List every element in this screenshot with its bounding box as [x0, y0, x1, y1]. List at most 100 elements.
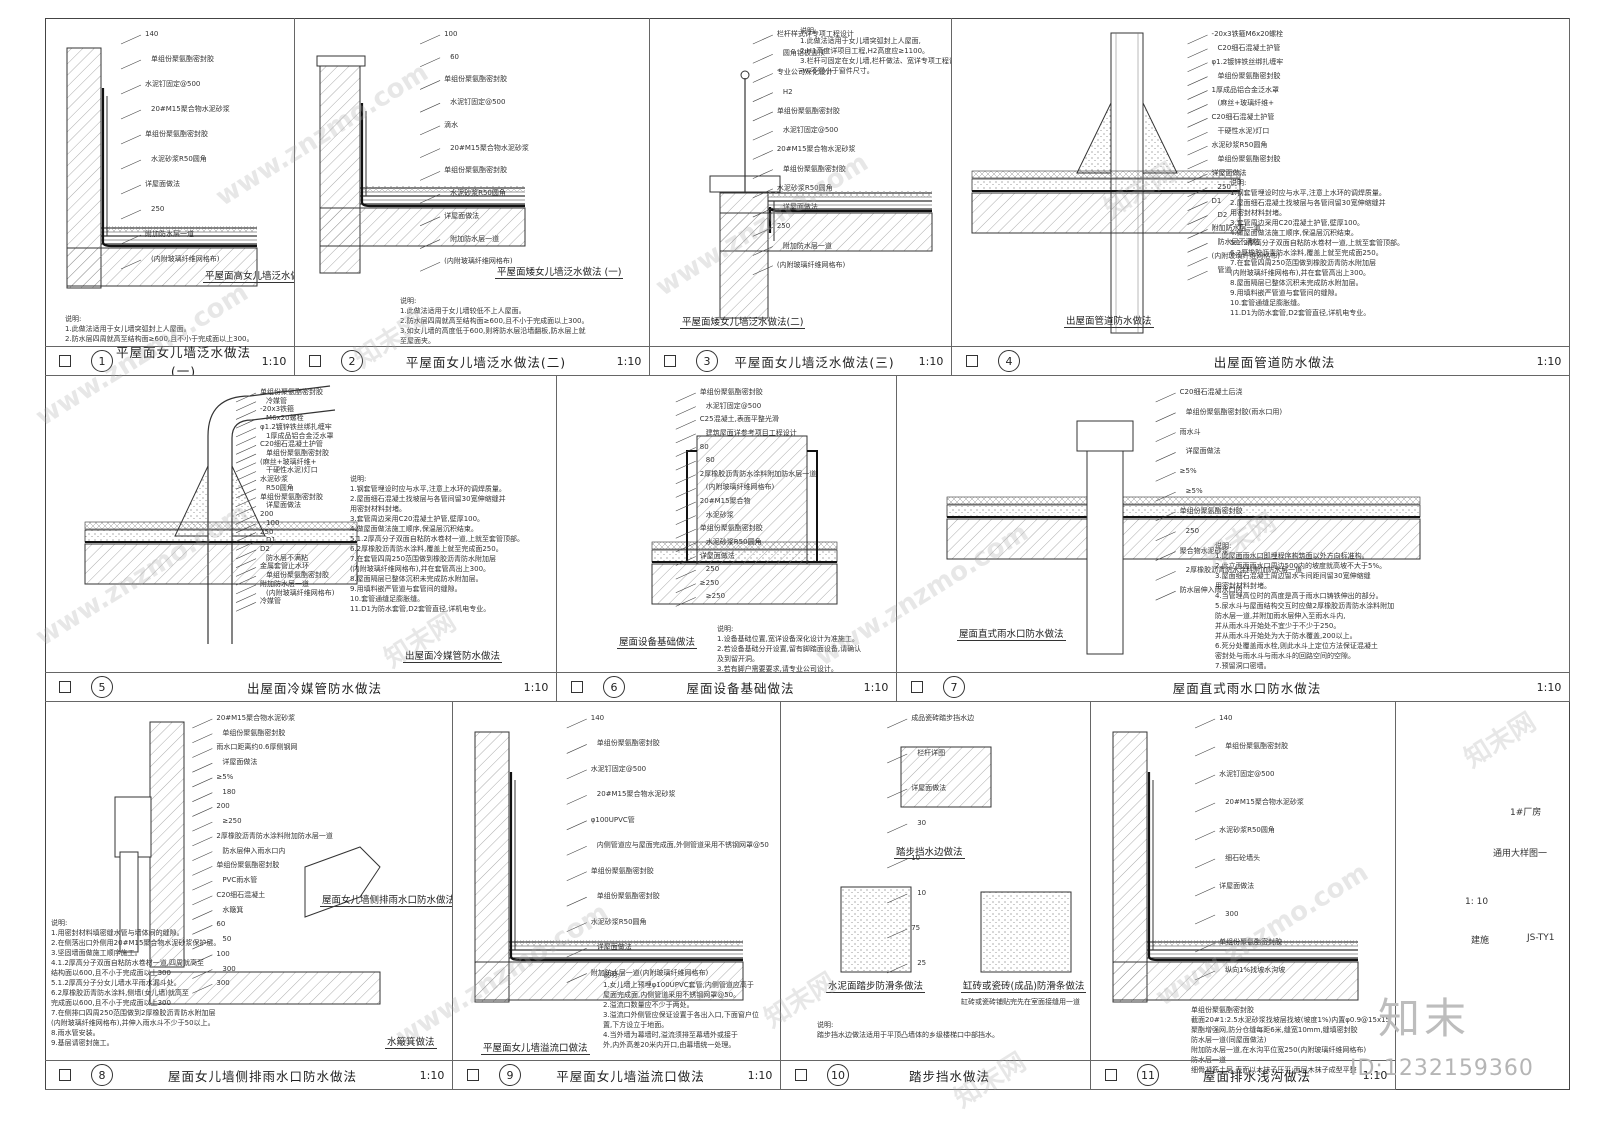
rain-outlet-grate [1076, 420, 1134, 452]
callout-label: 300 [222, 964, 236, 973]
callout-label: 聚合物水泥砂浆 [1179, 546, 1229, 555]
detail-notes: 说明:1.此做法适用于女儿墙突弧封上人屋面,2.H1高度详项目工程,H2高度应≥… [800, 26, 951, 76]
callout-label: (内附玻璃纤维网格布) [151, 255, 220, 263]
drawing-scale: 1: 10 [1465, 897, 1489, 907]
callout-label: D2 [1217, 210, 1228, 219]
callout-label: 水泥钉固定@500 [590, 764, 647, 773]
detail-title: 平屋面女儿墙泛水做法(三) [734, 354, 895, 370]
callout-label: 单组份聚氨酯密封胶 [1179, 506, 1243, 515]
detail-title: 平屋面女儿墙溢流口做法 [556, 1068, 705, 1084]
note-line: 说明: [603, 971, 620, 979]
note-line: 3.屋面细石混凝土周边留水卡间距间留30宽伸缩缝 [1215, 572, 1371, 580]
callout-label: 纵向1%找坡水沟坡 [1225, 966, 1286, 974]
roof-slab [971, 192, 1241, 234]
detail-title: 屋面设备基础做法 [686, 680, 795, 696]
detail-subtitle: 平屋面女儿墙溢流口做法 [481, 1040, 590, 1055]
note-line: 用密封材料封堵。 [1215, 582, 1271, 590]
detail-number: 5 [91, 676, 113, 698]
note-line: 1.用密封材料填密缝水管与墙体间的缝隙。 [51, 929, 184, 937]
callout-label: -20x3铁箍M6x20螺栓 [1211, 30, 1284, 38]
note-line: 9.用填料嵌严管道与套管间的缝隙。 [1230, 289, 1342, 297]
callout-label: C20细石混凝土 [216, 890, 266, 899]
note-line: 7.在套管四周250范围做到橡胶沥青防水附加层 [1230, 259, 1377, 267]
callout-label: D1 [266, 536, 276, 545]
note-line: 4.做屋面做法施工顺序,保温层沉积结束。 [350, 525, 478, 533]
detail-scale: 1:10 [863, 680, 889, 694]
detail-scale: 1:10 [616, 354, 642, 368]
callout-label: 20#M15聚合物水泥砂浆 [596, 790, 676, 799]
callout-label: 单组份聚氨酯密封胶 [222, 728, 286, 737]
note-line: 1.钢套管埋设时应与水平,注意上水环的调焊质量。 [1230, 189, 1386, 197]
callout-label: 水泥砂浆R50圆角 [1211, 141, 1268, 150]
note-line: 5.尿水斗与屋面结构交互时应做2厚橡胶沥青防水涂料附加 [1215, 602, 1395, 610]
callout-label: 详屋面做法 [699, 551, 735, 560]
detail-scale: 1:10 [1362, 1068, 1388, 1082]
callout-label: 水泥钉固定@500 [705, 401, 762, 410]
callout-label: 20#M15聚合物水泥砂浆 [1225, 798, 1304, 806]
note-line: 10.套管通缝足膨胀缝。 [350, 595, 425, 603]
equipment-base [696, 435, 808, 565]
roof-slab [719, 212, 933, 252]
callout-label: C20细石混凝土后浇 [1179, 388, 1243, 396]
callout-label: 单组份聚氨酯密封胶 [590, 866, 654, 875]
roof-slab [149, 971, 381, 1005]
cement-step [840, 886, 912, 973]
callout-label: 200 [260, 510, 274, 519]
callout-label: 100 [216, 949, 230, 958]
callout-label: 详屋面做法 [1185, 447, 1221, 456]
callout-label: C20细石混凝土护管 [1211, 113, 1275, 122]
detail-number: 10 [827, 1064, 849, 1086]
detail-notes: 说明:1.此做法适用于女儿墙较低不上人屋面。2.防水层四周就高至结构面≥600,… [400, 296, 589, 346]
callout-label: (麻丝+玻璃纤维+ [1217, 99, 1275, 108]
detail-note: 缸砖或瓷砖铺贴完先在室面接缝用一道 [961, 998, 1080, 1006]
callout-label: 水泥钉固定@500 [1219, 770, 1275, 778]
callout-label: ≥5% [216, 772, 234, 781]
detail-number: 6 [603, 676, 625, 698]
callout-label: 30 [917, 819, 927, 827]
detail-number: 11 [1137, 1064, 1159, 1086]
note-line: 密封处与雨水斗与雨水斗的回路空间的空隙。 [1215, 652, 1355, 660]
detail-drawing-1 [66, 34, 258, 289]
detail-scale: 1:10 [261, 354, 287, 368]
note-line: 4.1.2厚高分子双面自粘防水卷材一道,四周就高至 [51, 959, 205, 967]
callout-label: 60 [450, 52, 460, 61]
callout-label: R50圆角 [266, 483, 294, 492]
detail-title: 屋面女儿墙侧排雨水口防水做法 [167, 1068, 357, 1084]
detail-notes: 说明:1.钢套管埋设时应与水平,注意上水环的调焊质量。2.屋面细石混凝土找坡层与… [350, 474, 524, 614]
callout-label: ≥250 [222, 817, 242, 826]
note-line: 附加防水层一道,在水沟平位宽250(内附玻璃纤维网格布) [1191, 1046, 1367, 1054]
note-line: 并从雨水斗开始处为大于防水覆盖,200以上。 [1215, 632, 1357, 640]
callout-label: 25 [917, 959, 927, 967]
callout-label: 200 [216, 802, 230, 811]
callout-label: ≥5% [1179, 467, 1197, 476]
detail-subtitle-3: 缸砖或瓷砖(成品)防滑条做法 [961, 978, 1087, 993]
roof-slab [1112, 961, 1359, 1001]
tile-step [980, 891, 1072, 973]
detail-number: 7 [943, 676, 965, 698]
callout-label: 单组份聚氨酯密封胶 [266, 571, 330, 580]
detail-number: 4 [998, 350, 1020, 372]
detail-drawing-3 [709, 34, 933, 319]
step-curb [900, 746, 992, 808]
callout-label: 圆角铝板盖顶 [782, 49, 825, 58]
note-line: 3.套管周边采用C20混凝土护管,壁厚100。 [1230, 219, 1365, 227]
note-line: 聚酯增强网,防分仓缝每距6米,缝宽10mm,缝填密封胶 [1191, 1026, 1358, 1034]
watermark-id: ID:1232159360 [1350, 1056, 1534, 1081]
note-line: 2.溢流口数量应不少于两处。 [603, 1001, 694, 1009]
rain-outlet-pipe [1086, 450, 1124, 655]
callout-label: 水泥砂浆R50圆角 [1219, 826, 1275, 834]
callout-label: ≥250 [699, 578, 720, 587]
detail-subtitle: 平屋面高女儿墙泛水做法 [203, 268, 294, 283]
callout-label: 单组份聚氨酯密封胶 [699, 524, 763, 533]
detail-notes: 说明:1.钢套管埋设时应与水平,注意上水环的调焊质量。2.屋面细石混凝土找坡层与… [1230, 178, 1404, 318]
callout-label: 80 [699, 442, 709, 451]
callout-label: 栏杆详图 [917, 749, 946, 757]
callout-label: 1厚成品铝合金泛水罩 [1211, 85, 1280, 94]
note-line: 4.当外墙为幕墙时,溢流须排至幕墙外或接于 [603, 1031, 738, 1039]
note-line: 5.1.2厚高分子分女儿墙水平雨水漏斗处。 [51, 979, 181, 987]
